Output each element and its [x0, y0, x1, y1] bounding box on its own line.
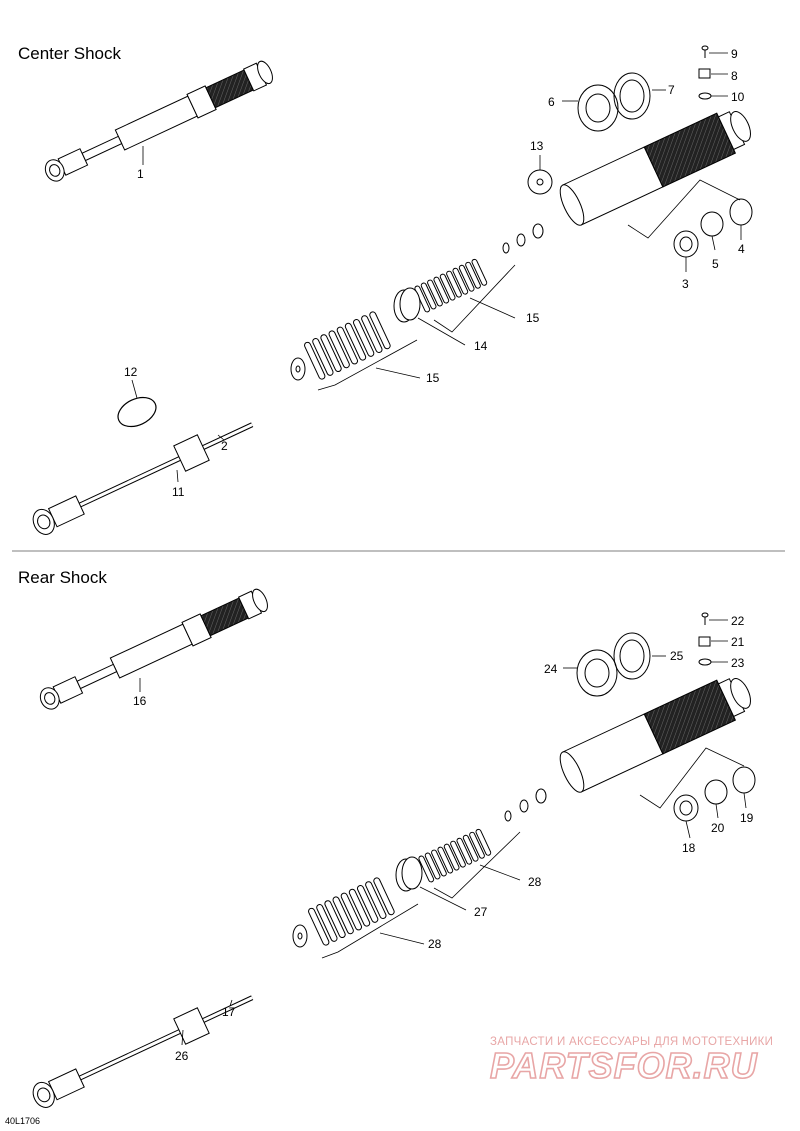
- rear-ring-25: [613, 632, 651, 680]
- callout: 2: [221, 439, 228, 453]
- callout: 21: [731, 635, 745, 649]
- callout: 15: [426, 371, 440, 385]
- center-callouts: 1 2 3 4 5 6 7 8 9 10 11 12 13 14 15 15: [124, 47, 745, 499]
- callout: 12: [124, 365, 138, 379]
- center-shock-title: Center Shock: [18, 44, 121, 63]
- center-ring-12: [117, 396, 157, 428]
- callout: 20: [711, 821, 725, 835]
- center-rod-assembly: [29, 412, 258, 539]
- rear-ring-20: [704, 779, 728, 805]
- callout: 28: [528, 875, 542, 889]
- center-assembled-shock: [40, 57, 277, 187]
- callout: 25: [670, 649, 684, 663]
- callout: 13: [530, 139, 544, 153]
- watermark-tagline: ЗАПЧАСТИ И АКСЕССУАРЫ ДЛЯ МОТОТЕХНИКИ: [490, 1036, 774, 1048]
- drawing-code: 40L1706: [5, 1116, 41, 1126]
- callout: 11: [172, 485, 185, 499]
- callout: 27: [474, 905, 488, 919]
- callout: 5: [712, 257, 719, 271]
- callout: 22: [731, 614, 745, 628]
- center-disc-4: [729, 198, 753, 226]
- callout: 6: [548, 95, 555, 109]
- center-ring-7: [613, 72, 651, 120]
- callout: 24: [544, 662, 558, 676]
- callout: 8: [731, 69, 738, 83]
- center-spring-stack-upper: [413, 258, 489, 314]
- rear-spring-stack-lower: [307, 876, 396, 947]
- callout: 23: [731, 656, 745, 670]
- callout: 4: [738, 242, 745, 256]
- callout: 3: [682, 277, 689, 291]
- rear-shock-title: Rear Shock: [18, 568, 107, 587]
- callout: 7: [668, 83, 675, 97]
- callout: 10: [731, 90, 745, 104]
- callout: 28: [428, 937, 442, 951]
- callout: 16: [133, 694, 147, 708]
- rear-callouts: 16 17 18 19 20 21 22 23 24 25 26 27 28 2…: [133, 614, 754, 1063]
- callout: 1: [137, 167, 144, 181]
- center-ring-5: [700, 211, 724, 237]
- callout: 14: [474, 339, 488, 353]
- rear-spring-stack-upper: [417, 828, 493, 884]
- center-spring-stack-lower: [303, 310, 392, 381]
- watermark-brand: PARTSFOR.RU: [490, 1045, 758, 1086]
- callout: 26: [175, 1049, 189, 1063]
- rear-disc-19: [732, 766, 756, 794]
- callout: 18: [682, 841, 696, 855]
- callout: 19: [740, 811, 754, 825]
- callout: 15: [526, 311, 540, 325]
- rear-assembled-shock: [35, 585, 272, 715]
- callout: 9: [731, 47, 738, 61]
- callout: 17: [222, 1005, 236, 1019]
